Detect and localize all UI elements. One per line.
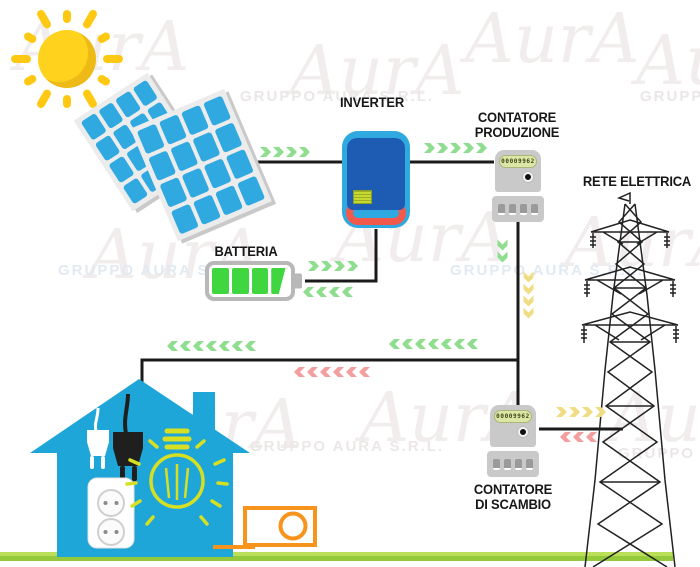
production-meter-label-line2: PRODUZIONE bbox=[474, 124, 560, 140]
battery-bar bbox=[231, 268, 249, 294]
sun-ray bbox=[96, 73, 112, 87]
wire-house-to-junction bbox=[140, 358, 518, 383]
battery-bar bbox=[251, 268, 269, 294]
sun-ray bbox=[22, 31, 38, 45]
house bbox=[30, 379, 250, 557]
white-plug-icon bbox=[87, 407, 109, 469]
grass bbox=[0, 552, 673, 561]
sun-ray bbox=[11, 55, 31, 63]
flow-production-meter-down-green bbox=[497, 240, 508, 262]
flow-inverter-to-production-meter bbox=[424, 143, 487, 153]
meter-button bbox=[515, 458, 522, 470]
inverter-panel bbox=[347, 138, 405, 210]
sun-ray bbox=[96, 31, 112, 45]
meter-button bbox=[498, 203, 505, 215]
sun-core bbox=[38, 30, 96, 88]
meter-indicator-dot bbox=[518, 427, 528, 437]
battery-icon bbox=[205, 261, 302, 301]
flow-battery-to-inverter bbox=[303, 287, 353, 297]
meter-button bbox=[531, 203, 538, 215]
exchange-meter-label-line1: CONTATORE bbox=[473, 482, 553, 497]
wall-outlet-icon bbox=[87, 477, 135, 549]
exchange-meter-display: 00009962 bbox=[494, 410, 532, 423]
meter-button bbox=[520, 203, 527, 215]
battery-bar bbox=[212, 268, 229, 294]
meter-button bbox=[526, 458, 533, 470]
flow-to-house-green-1 bbox=[167, 341, 256, 351]
flow-to-house-green-2 bbox=[389, 339, 478, 349]
appliance-icon bbox=[213, 506, 317, 549]
sun-ray bbox=[63, 95, 71, 108]
inverter-icon bbox=[342, 131, 410, 228]
inverter-display bbox=[353, 190, 372, 204]
sun-ray bbox=[63, 10, 71, 23]
flow-inverter-to-battery bbox=[308, 261, 358, 271]
exchange-meter-label: CONTATORE DI SCAMBIO bbox=[460, 482, 566, 512]
sun-ray bbox=[81, 8, 99, 30]
production-meter-display: 00009962 bbox=[499, 155, 537, 168]
production-meter-label: CONTATORE PRODUZIONE bbox=[464, 110, 570, 140]
sun-ray bbox=[103, 55, 123, 63]
sun-ray bbox=[35, 8, 53, 30]
black-plug-icon bbox=[113, 393, 143, 481]
inverter-label: INVERTER bbox=[339, 95, 404, 110]
meter-indicator-dot bbox=[523, 172, 533, 182]
grid-label: RETE ELETTRICA bbox=[582, 174, 692, 189]
light-bulb-icon bbox=[125, 428, 229, 526]
power-pylon-icon bbox=[581, 191, 679, 567]
sun-ray bbox=[35, 88, 53, 110]
production-meter-icon: 00009962 bbox=[492, 150, 544, 222]
battery-bar bbox=[271, 268, 286, 294]
house-body bbox=[57, 449, 233, 557]
flow-production-meter-down-yellow bbox=[523, 272, 534, 318]
exchange-meter-label-line2: DI SCAMBIO bbox=[475, 496, 551, 512]
meter-button bbox=[493, 458, 500, 470]
production-meter-label-line1: CONTATORE bbox=[477, 110, 557, 125]
flow-grid-to-house-red bbox=[294, 367, 370, 377]
meter-button bbox=[504, 458, 511, 470]
sun-ray bbox=[22, 73, 38, 87]
wire-battery-to-inverter bbox=[305, 229, 378, 283]
battery-label: BATTERIA bbox=[214, 244, 278, 259]
meter-button bbox=[509, 203, 516, 215]
flow-grid-to-exchange-red bbox=[560, 432, 597, 442]
flow-panels-to-inverter bbox=[260, 147, 310, 157]
exchange-meter-icon: 00009962 bbox=[487, 405, 539, 477]
sun-icon bbox=[6, 2, 124, 120]
roof bbox=[30, 379, 250, 453]
flow-exchange-to-grid-yellow bbox=[556, 407, 606, 417]
battery-terminal bbox=[292, 273, 302, 289]
